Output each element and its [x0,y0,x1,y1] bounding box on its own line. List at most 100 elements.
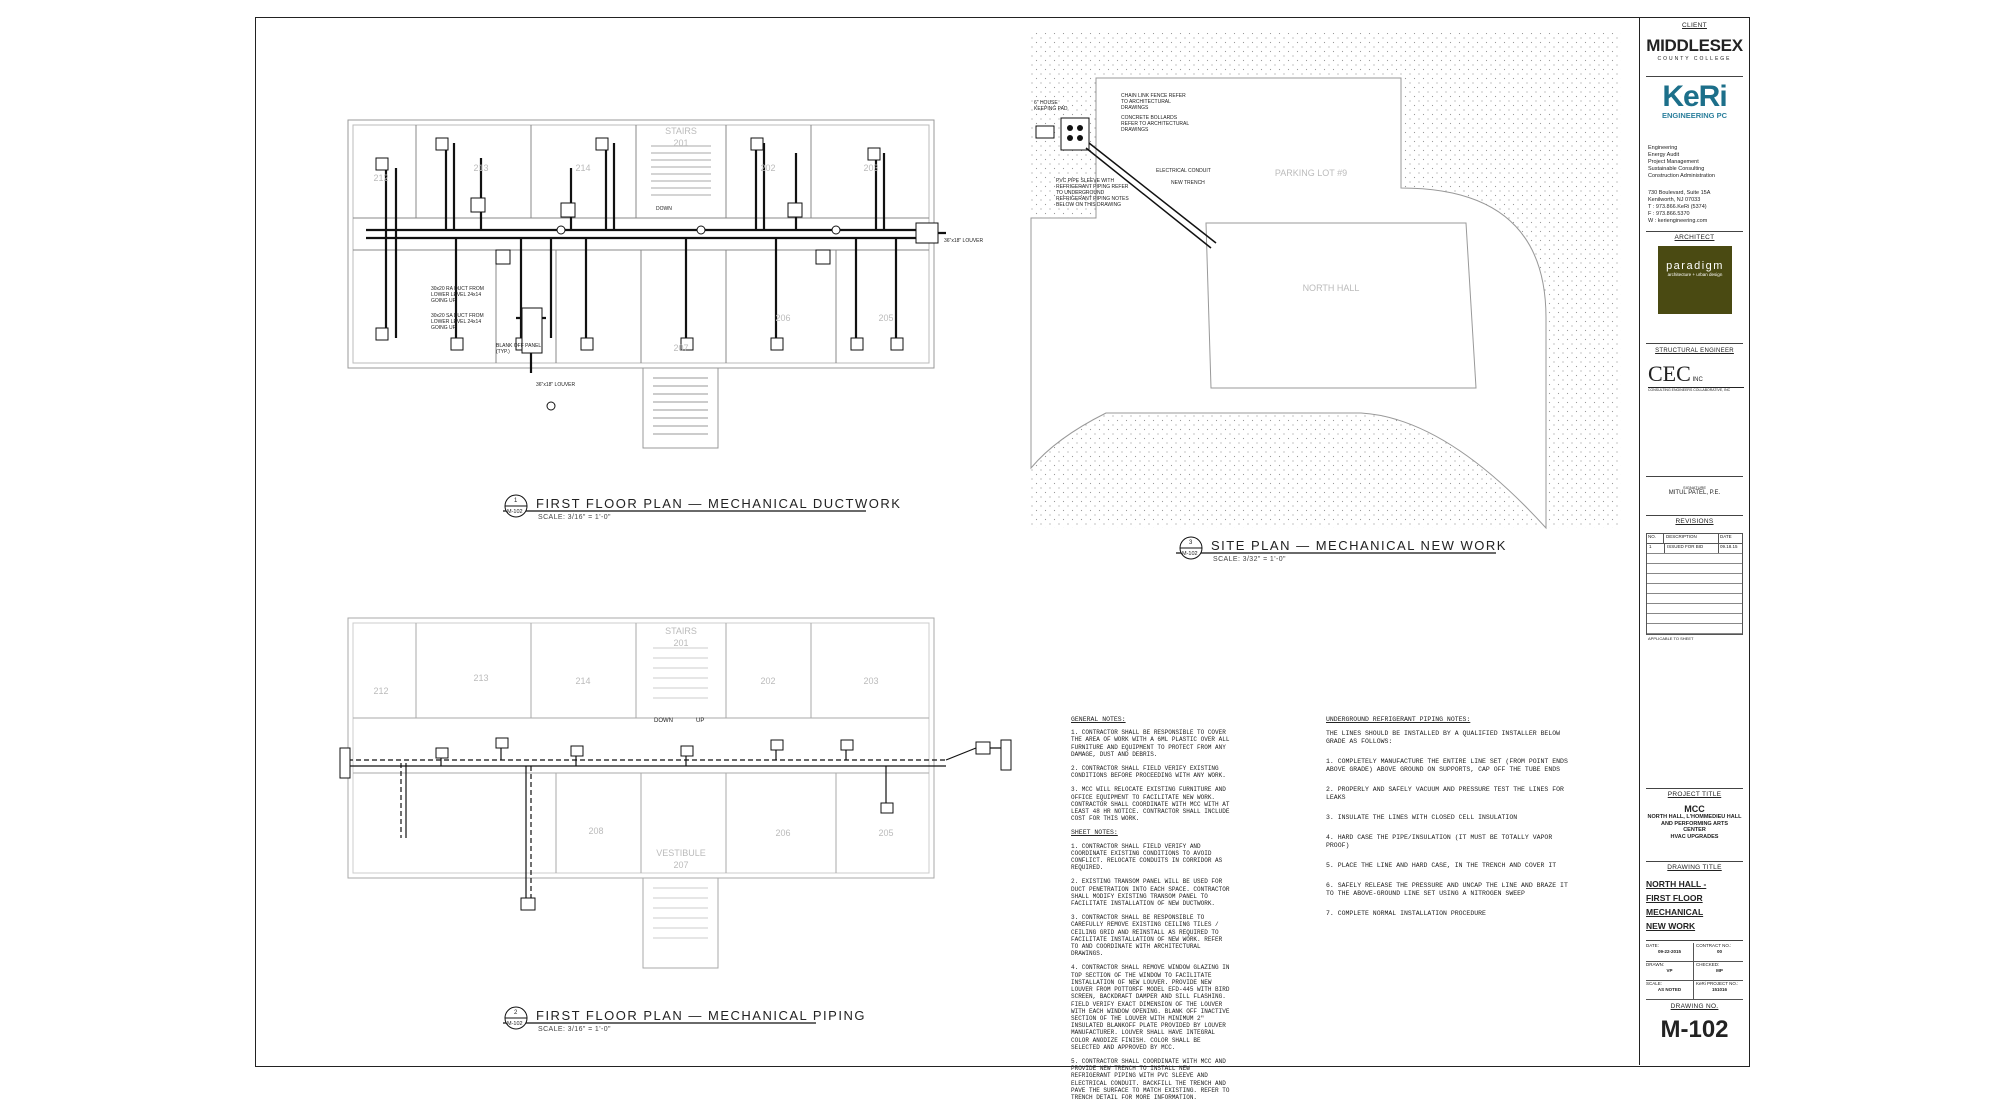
drawing-title-line: MECHANICAL [1646,907,1704,917]
structural-inc: INC [1692,377,1703,383]
address-line: Kenilworth, NJ 07033 [1648,197,1701,203]
duct-label: 30x20 SA DUCT FROM LOWER LEVEL 24x14 GOI… [431,313,484,331]
site-note: ELECTRICAL CONDUIT [1156,168,1211,174]
scale-label: SCALE: [1646,981,1663,986]
keri-project-value: 151016 [1711,987,1728,992]
service-line: Energy Audit [1648,152,1680,158]
drawn-value: VP [1666,968,1673,973]
scale-value: AS NOTED [1657,987,1682,992]
address-line: F : 973.866.5370 [1648,211,1690,217]
note-item: 7. COMPLETE NORMAL INSTALLATION PROCEDUR… [1326,910,1486,917]
piping-plan [347,617,935,969]
sheet-notes-heading: SHEET NOTES: [1071,829,1118,837]
drawing-title: NORTH HALL - FIRST FLOOR MECHANICAL NEW … [1646,877,1706,933]
project-line: MCC [1684,804,1705,814]
room-label: 206 [775,313,791,323]
note-item: 1. CONTRACTOR SHALL FIELD VERIFY AND COO… [1071,842,1223,872]
plan-scale: SCALE: 3/16" = 1'-0" [538,1026,611,1033]
revision-note: APPLICABLE TO SHEET [1648,636,1694,641]
rev-date: 09.18.15 [1720,544,1738,549]
plan-ref: M-102 [507,1021,523,1027]
room-label: STAIRS [665,126,697,136]
note-item: 1. CONTRACTOR SHALL BE RESPONSIBLE TO CO… [1071,729,1230,758]
site-plan [1030,33,1621,530]
piping-notes-heading: UNDERGROUND REFRIGERANT PIPING NOTES: [1326,716,1471,723]
general-notes: GENERAL NOTES: 1. CONTRACTOR SHALL BE RE… [1071,716,1231,1108]
room-label: 213 [473,673,489,683]
underground-piping-notes: UNDERGROUND REFRIGERANT PIPING NOTES: TH… [1326,716,1571,925]
room-label: 203 [863,163,879,173]
plan-title: FIRST FLOOR PLAN — MECHANICAL PIPING [536,1008,866,1023]
room-label: 213 [473,163,489,173]
rev-col-desc: DESCRIPTION [1664,534,1719,543]
plan-scale: SCALE: 3/32" = 1'-0" [1213,556,1286,563]
site-note: 6" HOUSE KEEPING PAD [1034,100,1068,112]
rev-col-date: DATE [1720,534,1732,539]
room-label: 205 [878,828,894,838]
architect-subtitle: architecture + urban design [1667,272,1723,277]
note-item: 6. SAFELY RELEASE THE PRESSURE AND UNCAP… [1326,882,1568,897]
structural-logo: CEC INC CONSULTING ENGINEERS COLLABORATI… [1648,361,1744,392]
duct-label: 36"x18" LOUVER [536,382,576,388]
date-value: 09-22-2015 [1657,949,1682,954]
project-line: AND PERFORMING ARTS [1660,820,1729,827]
refrigerant-piping [348,746,1011,898]
info-grid: DATE:09-22-2015 CONTRACT NO.:00 DRAWN:VP… [1646,943,1743,1000]
address-line: W : keriengineering.com [1648,218,1708,224]
revisions-table: NO. DESCRIPTION DATE 1 ISSUED FOR BID 09… [1646,533,1743,635]
rev-desc: ISSUED FOR BID [1665,544,1719,553]
structural-fullname: CONSULTING ENGINEERS COLLABORATIVE, INC [1648,387,1744,392]
site-note: PVC PIPE SLEEVE WITH REFRIGERANT PIPING … [1056,178,1129,208]
room-label: 207 [673,860,689,870]
project-title-header: PROJECT TITLE [1667,791,1722,798]
room-label: 201 [673,138,689,148]
keri-services: Engineering Energy Audit Project Managem… [1648,145,1743,180]
project-title: MCC NORTH HALL, L'HOMMEDIEU HALL AND PER… [1640,804,1749,840]
service-line: Construction Administration [1648,173,1715,179]
plan-title: SITE PLAN — MECHANICAL NEW WORK [1211,538,1507,553]
signature-header: SIGNATURE [1682,485,1707,490]
contract-label: CONTRACT NO.: [1696,943,1732,948]
plan-scale: SCALE: 3/16" = 1'-0" [538,514,611,521]
project-line: HVAC UPGRADES [1670,833,1719,840]
room-label: 201 [673,638,689,648]
room-label: 207 [673,343,689,353]
room-label: DOWN [654,718,673,724]
note-item: 2. PROPERLY AND SAFELY VACUUM AND PRESSU… [1326,786,1564,801]
room-label: 212 [373,173,389,183]
site-note: CONCRETE BOLLARDS REFER TO ARCHITECTURAL… [1121,115,1189,133]
drawing-title-header: DRAWING TITLE [1667,864,1722,871]
checked-value: MP [1716,968,1723,973]
room-label: 214 [575,163,591,173]
site-note: NEW TRENCH [1171,180,1205,186]
room-label: 205 [878,313,894,323]
keri-address: 730 Boulevard, Suite 15A Kenilworth, NJ … [1648,190,1743,225]
contract-value: 00 [1716,949,1722,954]
indoor-units [339,737,1012,911]
checked-label: CHECKED: [1696,962,1720,967]
room-label: 202 [760,676,776,686]
duct-label: BLANK OFF PANEL (TYP.) [496,343,542,355]
client-header: CLIENT [1682,22,1707,29]
note-item: 5. CONTRACTOR SHALL COORDINATE WITH MCC … [1071,1057,1230,1101]
room-label: UP [696,718,705,724]
piping-notes-intro: THE LINES SHOULD BE INSTALLED BY A QUALI… [1326,730,1561,745]
keri-project-label: KeRi PROJECT NO.: [1696,981,1739,986]
room-label: STAIRS [665,626,697,636]
drawing-title-line: NORTH HALL - [1646,879,1707,889]
service-line: Sustainable Consulting [1648,166,1705,172]
address-line: 730 Boulevard, Suite 15A [1648,190,1711,196]
ductwork-plan [347,119,935,449]
drawing-number-header: DRAWING NO. [1670,1003,1719,1010]
room-label: 212 [373,686,389,696]
architect-logo: paradigm architecture + urban design [1658,246,1732,314]
room-label: VESTIBULE [656,848,706,858]
date-label: DATE: [1646,943,1659,948]
note-item: 3. MCC WILL RELOCATE EXISTING FURNITURE … [1071,786,1230,823]
note-item: 5. PLACE THE LINE AND HARD CASE, IN THE … [1326,862,1557,869]
plan-number: 3 [1189,540,1193,546]
project-line: NORTH HALL, L'HOMMEDIEU HALL [1647,814,1742,820]
room-label: 214 [575,676,591,686]
building-label: NORTH HALL [1302,283,1360,293]
plan-ref: M-102 [507,509,523,515]
